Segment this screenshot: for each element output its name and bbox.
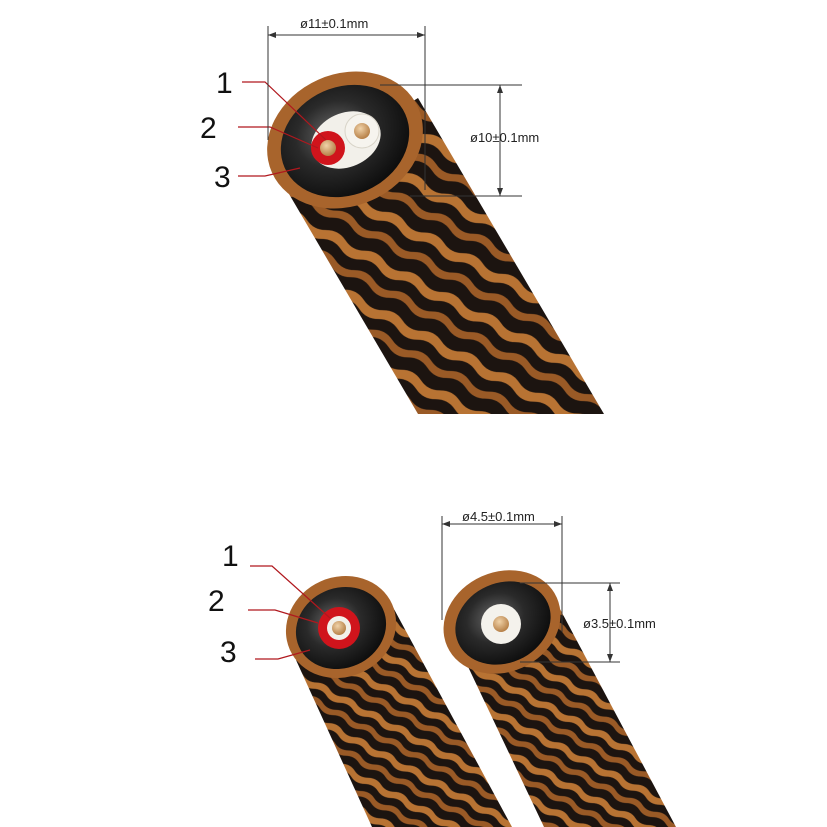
top-cable bbox=[267, 71, 604, 414]
top-leader-1 bbox=[242, 81, 327, 141]
bottom-left-leader-3 bbox=[255, 649, 311, 660]
bottom-left-leader-2 bbox=[248, 609, 319, 624]
bottom-left-leader-1 bbox=[250, 565, 331, 619]
top-leader-2 bbox=[238, 126, 319, 149]
bottom-left-callouts: 1 2 3 bbox=[208, 540, 331, 669]
top-inner-diameter-label: ø10±0.1mm bbox=[470, 130, 539, 145]
top-outer-diameter-label: ø11±0.1mm bbox=[300, 16, 368, 31]
bottom-left-callout-2: 2 bbox=[208, 585, 225, 618]
bottom-right-inner-diameter-label: ø3.5±0.1mm bbox=[583, 616, 656, 631]
bottom-right-cable-conductor bbox=[493, 616, 509, 632]
top-dimensions: ø11±0.1mm ø10±0.1mm bbox=[267, 16, 539, 197]
bottom-right-outer-diameter-label: ø4.5±0.1mm bbox=[462, 509, 535, 524]
top-leader-3 bbox=[238, 167, 301, 177]
bottom-right-dimensions: ø4.5±0.1mm ø3.5±0.1mm bbox=[441, 509, 656, 663]
top-callout-2: 2 bbox=[200, 112, 217, 145]
top-callout-3: 3 bbox=[214, 161, 231, 194]
bottom-left-callout-3: 3 bbox=[220, 636, 237, 669]
top-cable-white-conductor bbox=[354, 123, 370, 139]
bottom-right-cable bbox=[443, 570, 676, 827]
bottom-left-cable-conductor bbox=[332, 621, 346, 635]
top-cable-red-conductor bbox=[320, 140, 336, 156]
top-callout-1: 1 bbox=[216, 67, 233, 100]
bottom-left-callout-1: 1 bbox=[222, 540, 239, 573]
top-callouts: 1 2 3 bbox=[200, 67, 327, 194]
